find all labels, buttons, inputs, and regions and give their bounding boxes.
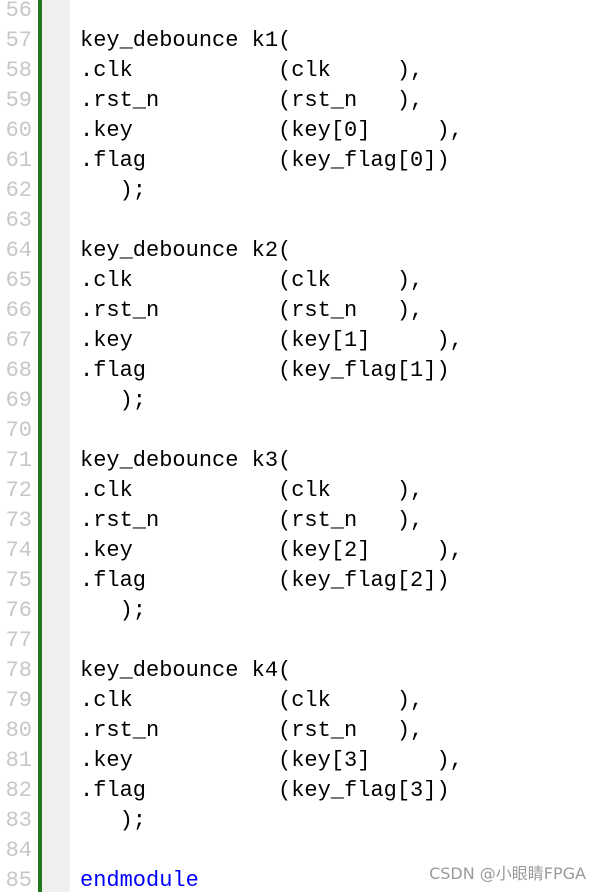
code-text: .rst_n (rst_n ), — [80, 718, 424, 743]
line-number: 58 — [5, 58, 32, 83]
line-number: 64 — [5, 238, 32, 263]
line-number: 62 — [5, 178, 32, 203]
line-number: 67 — [5, 328, 32, 353]
line-number: 63 — [5, 208, 32, 233]
code-line[interactable]: 57 key_debounce k1( — [0, 26, 600, 56]
code-text: .flag (key_flag[3]) — [80, 778, 450, 803]
code-text: key_debounce k4( — [80, 658, 292, 683]
line-number: 84 — [5, 838, 32, 863]
line-number: 79 — [5, 688, 32, 713]
line-number: 72 — [5, 478, 32, 503]
code-text: .flag (key_flag[1]) — [80, 358, 450, 383]
code-line[interactable]: 74 .key (key[2] ), — [0, 536, 600, 566]
line-number: 77 — [5, 628, 32, 653]
code-line[interactable]: 70 — [0, 416, 600, 446]
code-text: .clk (clk ), — [80, 268, 424, 293]
code-line[interactable]: 61 .flag (key_flag[0]) — [0, 146, 600, 176]
code-text: ); — [80, 388, 147, 413]
line-number: 66 — [5, 298, 32, 323]
code-line[interactable]: 80 .rst_n (rst_n ), — [0, 716, 600, 746]
change-indicator-bar — [38, 0, 42, 892]
code-line[interactable]: 84 — [0, 836, 600, 866]
line-number: 68 — [5, 358, 32, 383]
code-text: ); — [80, 178, 147, 203]
code-line[interactable]: 72 .clk (clk ), — [0, 476, 600, 506]
code-text: .rst_n (rst_n ), — [80, 508, 424, 533]
line-number: 70 — [5, 418, 32, 443]
line-number-gutter — [0, 0, 38, 892]
line-number: 71 — [5, 448, 32, 473]
line-number: 65 — [5, 268, 32, 293]
code-line[interactable]: 60 .key (key[0] ), — [0, 116, 600, 146]
line-number: 61 — [5, 148, 32, 173]
code-text: .clk (clk ), — [80, 688, 424, 713]
code-text: key_debounce k3( — [80, 448, 292, 473]
line-number: 82 — [5, 778, 32, 803]
code-text: key_debounce k1( — [80, 28, 292, 53]
code-line[interactable]: 64 key_debounce k2( — [0, 236, 600, 266]
code-line[interactable]: 68 .flag (key_flag[1]) — [0, 356, 600, 386]
code-text: .flag (key_flag[0]) — [80, 148, 450, 173]
code-line[interactable]: 67 .key (key[1] ), — [0, 326, 600, 356]
line-number: 83 — [5, 808, 32, 833]
line-number: 78 — [5, 658, 32, 683]
code-text: .rst_n (rst_n ), — [80, 298, 424, 323]
line-number: 76 — [5, 598, 32, 623]
code-line[interactable]: 81 .key (key[3] ), — [0, 746, 600, 776]
line-number: 69 — [5, 388, 32, 413]
code-line[interactable]: 78 key_debounce k4( — [0, 656, 600, 686]
code-line[interactable]: 56 — [0, 0, 600, 26]
code-text: .key (key[2] ), — [80, 538, 463, 563]
code-line[interactable]: 71 key_debounce k3( — [0, 446, 600, 476]
code-text: key_debounce k2( — [80, 238, 292, 263]
line-number: 59 — [5, 88, 32, 113]
fold-margin — [42, 0, 70, 892]
code-line[interactable]: 82 .flag (key_flag[3]) — [0, 776, 600, 806]
code-text: ); — [80, 598, 147, 623]
code-text: .rst_n (rst_n ), — [80, 88, 424, 113]
line-number: 73 — [5, 508, 32, 533]
line-number: 75 — [5, 568, 32, 593]
line-number: 57 — [5, 28, 32, 53]
code-line[interactable]: 73 .rst_n (rst_n ), — [0, 506, 600, 536]
code-text: .clk (clk ), — [80, 478, 424, 503]
code-line[interactable]: 66 .rst_n (rst_n ), — [0, 296, 600, 326]
code-line[interactable]: 77 — [0, 626, 600, 656]
line-number: 85 — [5, 868, 32, 893]
code-text: .key (key[1] ), — [80, 328, 463, 353]
line-number: 80 — [5, 718, 32, 743]
code-text: .flag (key_flag[2]) — [80, 568, 450, 593]
code-line[interactable]: 83 ); — [0, 806, 600, 836]
line-number: 74 — [5, 538, 32, 563]
watermark: CSDN @小眼睛FPGA — [429, 864, 586, 883]
code-line[interactable]: 85 endmodule — [0, 866, 600, 896]
code-text: ); — [80, 808, 147, 833]
code-line[interactable]: 63 — [0, 206, 600, 236]
code-line[interactable]: 69 ); — [0, 386, 600, 416]
line-number: 60 — [5, 118, 32, 143]
code-line[interactable]: 58 .clk (clk ), — [0, 56, 600, 86]
code-text: .key (key[0] ), — [80, 118, 463, 143]
line-number: 81 — [5, 748, 32, 773]
code-line[interactable]: 76 ); — [0, 596, 600, 626]
line-number: 56 — [5, 0, 32, 23]
code-line[interactable]: 79 .clk (clk ), — [0, 686, 600, 716]
code-text: .key (key[3] ), — [80, 748, 463, 773]
code-line[interactable]: 65 .clk (clk ), — [0, 266, 600, 296]
code-text: .clk (clk ), — [80, 58, 424, 83]
code-line[interactable]: 75 .flag (key_flag[2]) — [0, 566, 600, 596]
keyword-text: endmodule — [80, 868, 199, 893]
code-line[interactable]: 62 ); — [0, 176, 600, 206]
code-line[interactable]: 59 .rst_n (rst_n ), — [0, 86, 600, 116]
